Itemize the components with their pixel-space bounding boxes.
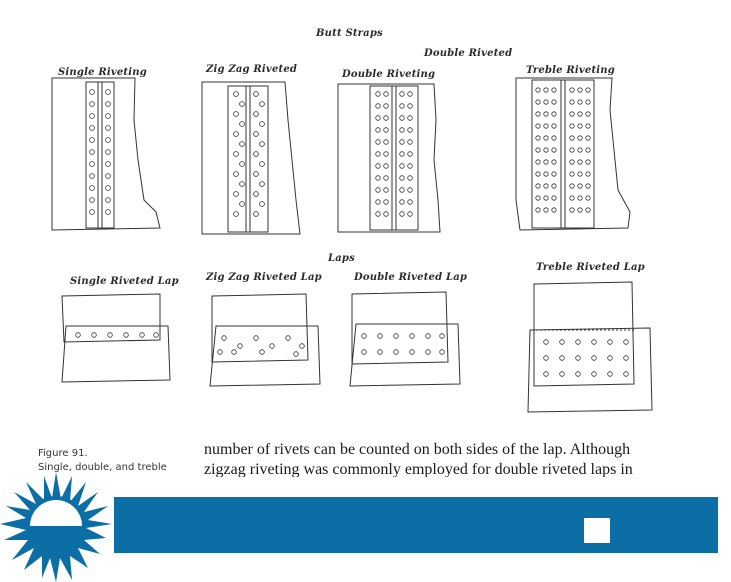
body-text-line-1: number of rivets can be counted on both …	[204, 441, 631, 458]
banner-notch	[584, 518, 610, 543]
lap-label-zigzag: Zig Zag Riveted Lap	[205, 272, 322, 283]
lap-label-treble: Treble Riveted Lap	[536, 262, 645, 273]
rivet-column	[233, 91, 265, 217]
rivet-column	[89, 89, 111, 215]
lap-single	[61, 293, 171, 383]
redaction-banner	[114, 497, 718, 553]
butt-strap-double	[337, 83, 441, 233]
lap-label-double: Double Riveted Lap	[353, 272, 467, 283]
body-text-line-2: zigzag riveting was commonly employed fo…	[204, 461, 633, 477]
lap-double	[349, 291, 461, 387]
laps-title: Laps	[327, 253, 355, 264]
butt-straps-title: Butt Straps	[315, 28, 383, 39]
rivet-row	[543, 339, 629, 377]
rivet-row	[217, 335, 305, 357]
butt-strap-treble	[515, 77, 631, 231]
double-riveted-note: Double Riveted	[423, 48, 512, 59]
figure-number: Figure 91.	[38, 448, 88, 459]
rivet-column	[535, 87, 591, 213]
riveting-figure: Butt Straps Double Riveted Single Riveti…	[51, 28, 653, 413]
rivet-row	[361, 333, 445, 355]
sunburst-icon	[0, 472, 112, 582]
butt-label-double: Double Riveting	[341, 69, 435, 80]
butt-strap-zigzag	[201, 81, 301, 235]
butt-label-zigzag: Zig Zag Riveted	[205, 64, 297, 75]
figure-caption: Single, double, and treble	[38, 462, 167, 473]
rivet-row	[75, 332, 159, 338]
lap-label-single: Single Riveted Lap	[70, 276, 179, 287]
butt-label-single: Single Riveting	[58, 67, 147, 78]
butt-strap-single	[51, 77, 161, 231]
butt-label-treble: Treble Riveting	[526, 65, 615, 76]
rivet-column	[375, 91, 413, 217]
lap-zigzag	[209, 293, 321, 387]
lap-treble	[527, 281, 653, 413]
